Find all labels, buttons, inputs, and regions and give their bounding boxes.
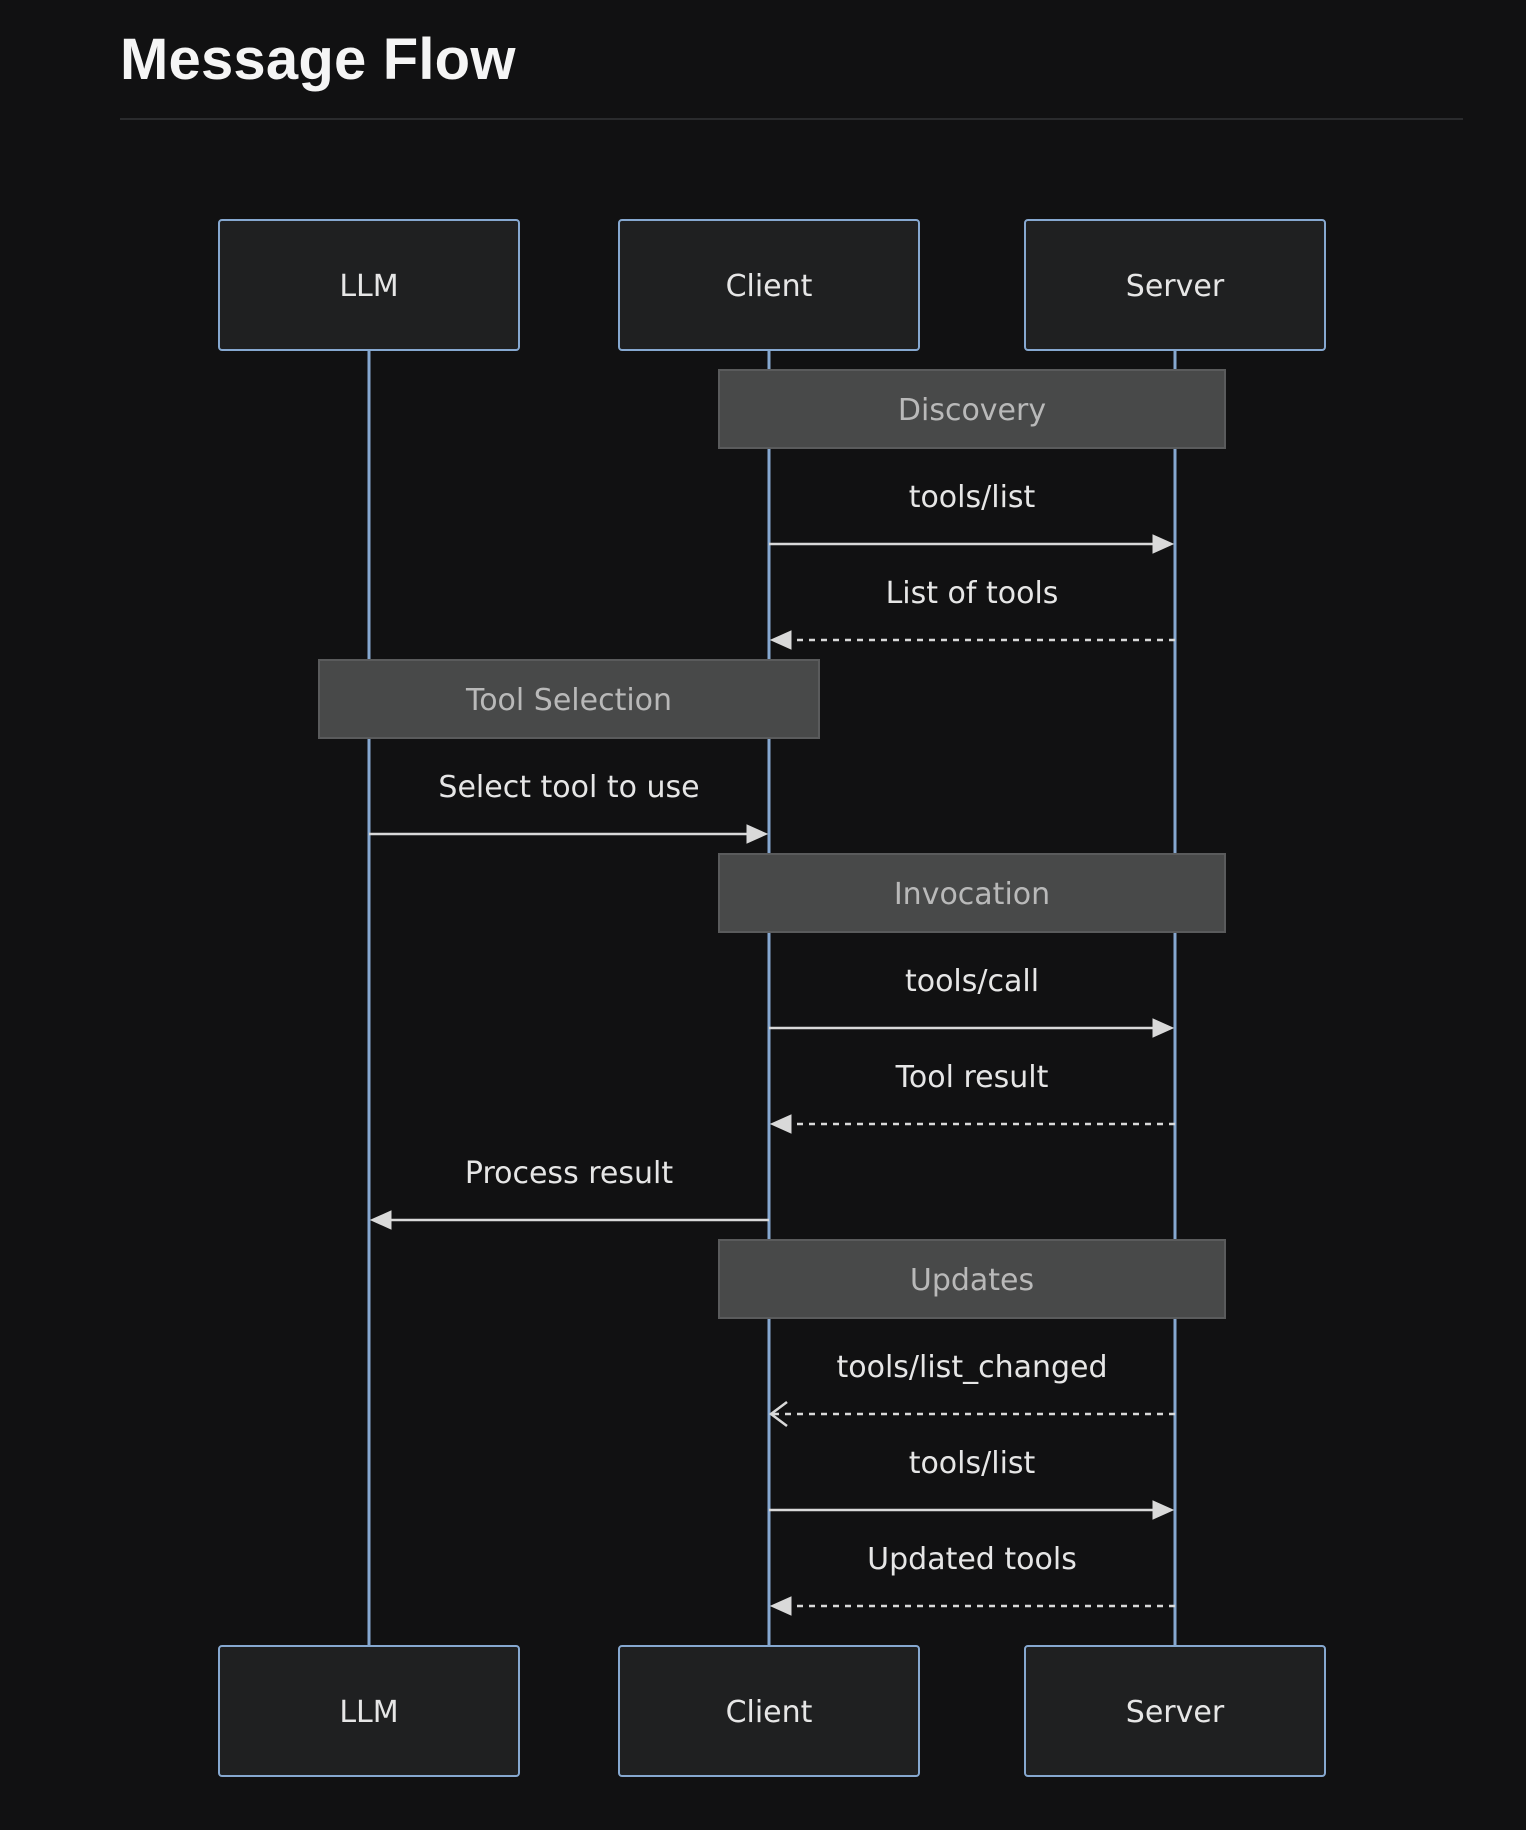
note-label: Tool Selection [465, 683, 672, 718]
actor-llm-top: LLM [218, 219, 520, 351]
message-label: tools/list [909, 480, 1036, 515]
actor-label: Server [1126, 269, 1225, 304]
page-title: Message Flow [120, 27, 516, 92]
message-label: tools/list [909, 1446, 1036, 1481]
message-label: Updated tools [867, 1542, 1077, 1577]
message-label: Tool result [895, 1060, 1049, 1095]
note-updates: Updates [718, 1239, 1226, 1319]
message-arrow: Select tool to use [369, 770, 769, 844]
arrow-head-open [768, 1401, 788, 1427]
note-invocation: Invocation [718, 853, 1226, 933]
note-box [318, 659, 820, 739]
message-arrow: tools/list_changed [768, 1350, 1175, 1427]
actor-server-bottom: Server [1024, 1645, 1326, 1777]
note-box [718, 853, 1226, 933]
arrow-head [746, 824, 769, 844]
message-label: Select tool to use [438, 770, 699, 805]
note-discovery: Discovery [718, 369, 1226, 449]
message-arrow: tools/call [769, 964, 1175, 1038]
arrow-head [369, 1210, 392, 1230]
note-label: Discovery [898, 393, 1046, 428]
message-label: tools/list_changed [836, 1350, 1107, 1385]
message-arrow: Process result [369, 1156, 769, 1230]
actor-label: LLM [339, 1695, 398, 1730]
actor-label: Server [1126, 1695, 1225, 1730]
note-tool-selection: Tool Selection [318, 659, 820, 739]
actor-client-bottom: Client [618, 1645, 920, 1777]
actor-label: LLM [339, 269, 398, 304]
message-arrow: List of tools [769, 576, 1175, 650]
message-label: tools/call [905, 964, 1039, 999]
actor-box [218, 1645, 520, 1777]
arrow-head [1152, 1018, 1175, 1038]
message-arrow: Updated tools [769, 1542, 1175, 1616]
message-arrow: tools/list [769, 1446, 1175, 1520]
actor-label: Client [726, 1695, 813, 1730]
note-label: Invocation [894, 877, 1050, 912]
note-box [718, 369, 1226, 449]
note-label: Updates [910, 1263, 1034, 1298]
actor-label: Client [726, 269, 813, 304]
actor-box [618, 1645, 920, 1777]
title-divider [120, 118, 1463, 120]
arrow-head [769, 630, 792, 650]
arrow-head [769, 1114, 792, 1134]
actor-client-top: Client [618, 219, 920, 351]
actor-server-top: Server [1024, 219, 1326, 351]
message-label: List of tools [886, 576, 1059, 611]
arrow-head [769, 1596, 792, 1616]
message-label: Process result [465, 1156, 673, 1191]
actor-box [1024, 219, 1326, 351]
message-arrow: tools/list [769, 480, 1175, 554]
actor-box [218, 219, 520, 351]
actor-box [618, 219, 920, 351]
arrow-head [1152, 534, 1175, 554]
actor-llm-bottom: LLM [218, 1645, 520, 1777]
note-box [718, 1239, 1226, 1319]
message-arrow: Tool result [769, 1060, 1175, 1134]
actor-box [1024, 1645, 1326, 1777]
arrow-head [1152, 1500, 1175, 1520]
